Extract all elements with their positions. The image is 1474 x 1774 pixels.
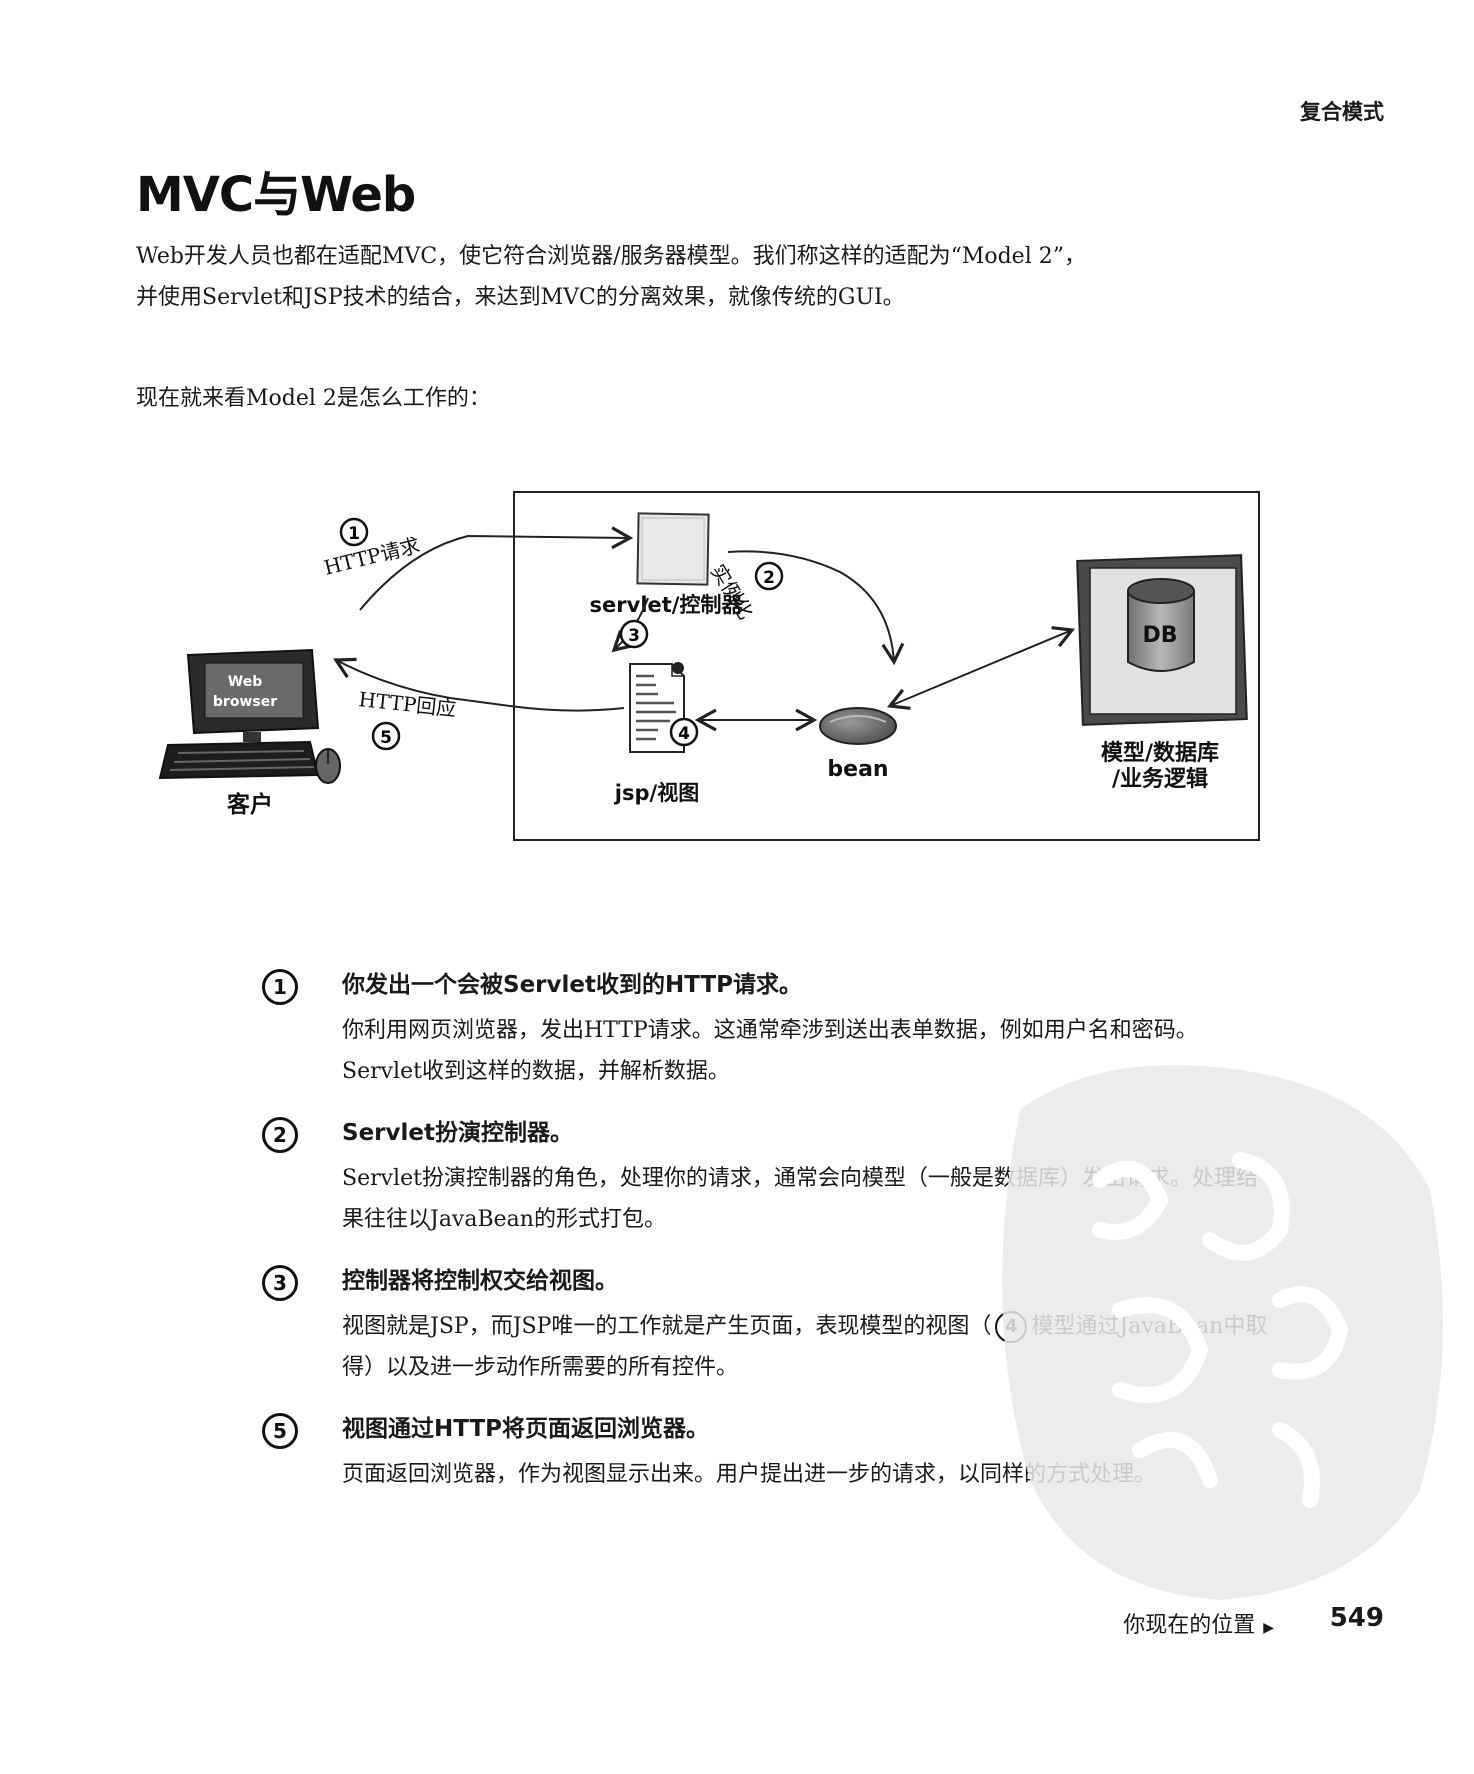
step-circle-4: 4	[669, 717, 699, 747]
page-title: MVC与Web	[136, 167, 416, 223]
step-circle-2: 2	[754, 561, 784, 591]
client-computer: Web browser	[158, 648, 341, 784]
step-number: 3	[262, 1265, 298, 1301]
model-label-2: /业务逻辑	[1112, 766, 1208, 792]
browser-label-2: browser	[213, 694, 277, 710]
servlet-label: servlet/控制器	[590, 593, 744, 617]
step-number: 1	[262, 969, 298, 1005]
step-1: 1 你发出一个会被Servlet收到的HTTP请求。 你利用网页浏览器，发出HT…	[262, 969, 1272, 1092]
page-number: 549	[1329, 1603, 1384, 1633]
http-response-label: HTTP回应	[357, 687, 457, 721]
step-title: 控制器将控制权交给视图。	[342, 1268, 618, 1294]
bean-model-arrow	[886, 626, 1076, 710]
db-label: DB	[1142, 623, 1177, 648]
browser-label-1: Web	[228, 674, 262, 690]
intro-paragraph: Web开发人员也都在适配MVC，使它符合浏览器/服务器模型。我们称这样的适配为“…	[136, 244, 1086, 310]
bean-icon	[819, 707, 897, 745]
model-label-1: 模型/数据库	[1101, 740, 1219, 766]
servlet-icon	[636, 512, 710, 586]
http-response-arrow	[333, 657, 625, 712]
mvc-model2-diagram: Web browser 客户 servlet/控制器 jsp/视图 bean D…	[158, 491, 1260, 841]
bean-label: bean	[827, 757, 888, 782]
intro-question: 现在就来看Model 2是怎么工作的：	[136, 386, 491, 411]
triangle-right-icon: ▶	[1263, 1620, 1274, 1636]
http-request-arrow	[359, 526, 634, 611]
step-number: 5	[262, 1413, 298, 1449]
svg-text:1: 1	[348, 524, 360, 544]
watermark-stamp	[1002, 1065, 1443, 1600]
svg-text:3: 3	[628, 626, 640, 646]
step-body-part-a: 视图就是JSP，而JSP唯一的工作就是产生页面，表现模型的视图（	[342, 1314, 992, 1339]
server-boundary	[513, 491, 1260, 841]
step-title: 你发出一个会被Servlet收到的HTTP请求。	[342, 972, 802, 998]
svg-text:4: 4	[678, 724, 690, 744]
step-circle-5: 5	[371, 721, 401, 751]
jsp-label: jsp/视图	[614, 781, 699, 805]
footer-navigation: 你现在的位置 ▶	[1123, 1607, 1274, 1639]
step-title: 视图通过HTTP将页面返回浏览器。	[342, 1416, 710, 1442]
model-panel	[1076, 554, 1248, 726]
step-body: 页面返回浏览器，作为视图显示出来。用户提出进一步的请求，以同样的方式处理。	[342, 1462, 1157, 1487]
http-request-label: HTTP请求	[321, 533, 422, 580]
footer-nav-text: 你现在的位置	[1123, 1613, 1256, 1638]
step-5: 5 视图通过HTTP将页面返回浏览器。 页面返回浏览器，作为视图显示出来。用户提…	[262, 1413, 1272, 1495]
client-label: 客户	[227, 791, 273, 818]
step-number: 2	[262, 1117, 298, 1153]
step-circle-1: 1	[339, 517, 369, 547]
step-circle-3: 3	[619, 619, 649, 649]
svg-text:2: 2	[763, 568, 775, 588]
svg-text:5: 5	[380, 728, 392, 748]
chapter-header: 复合模式	[1300, 100, 1384, 124]
step-title: Servlet扮演控制器。	[342, 1120, 573, 1146]
step-body: 你利用网页浏览器，发出HTTP请求。这通常牵涉到送出表单数据，例如用户名和密码。…	[342, 1018, 1198, 1084]
